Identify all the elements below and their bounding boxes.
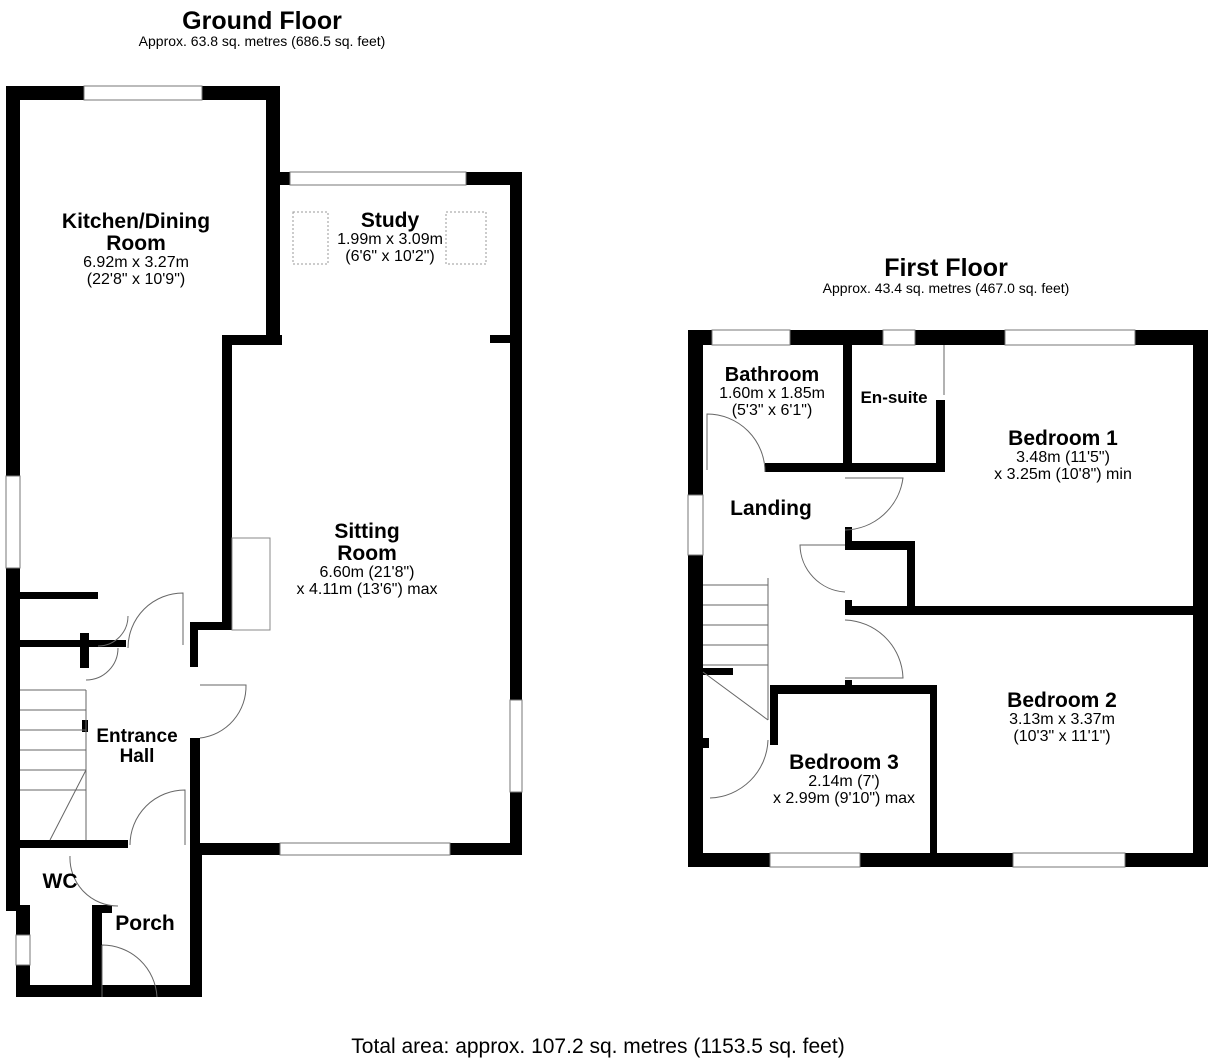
room-name: Hall (119, 745, 155, 767)
room-dimensions-imperial: (22'8" x 10'9") (86, 270, 186, 288)
room-name: Porch (115, 912, 175, 935)
room-dimensions-metric: 6.60m (21'8") (319, 564, 415, 582)
room-name: Bedroom 1 (1008, 427, 1118, 450)
room-dimensions-imperial: x 3.25m (10'8") min (994, 465, 1132, 483)
room-name: Room (106, 232, 166, 256)
room-sitting: Sitting Room 6.60m (21'8") x 4.11m (13'6… (296, 520, 438, 599)
room-dimensions-metric: 3.48m (11'5") (1016, 449, 1110, 467)
ground-floor-title: Ground Floor (182, 7, 342, 35)
total-area: Total area: approx. 107.2 sq. metres (11… (351, 1035, 845, 1058)
room-dimensions-metric: 1.99m x 3.09m (337, 231, 443, 249)
first-floor-header: First Floor Approx. 43.4 sq. metres (467… (823, 255, 1070, 296)
room-dimensions-imperial: x 4.11m (13'6") max (296, 580, 438, 598)
ground-floor-header: Ground Floor Approx. 63.8 sq. metres (68… (139, 8, 386, 49)
first-floor-area: Approx. 43.4 sq. metres (467.0 sq. feet) (822, 280, 1070, 297)
ground-floor-windows (5, 85, 523, 966)
room-bedroom-3: Bedroom 3 2.14m (7') x 2.99m (9'10") max (772, 751, 916, 808)
room-kitchen-dining: Kitchen/Dining Room 6.92m x 3.27m (22'8"… (61, 210, 211, 289)
ground-floor-doors (20, 592, 247, 998)
room-name: Bathroom (724, 364, 820, 386)
room-wc: WC (42, 870, 78, 893)
room-bathroom: Bathroom 1.60m x 1.85m (5'3" x 6'1") (719, 365, 825, 420)
room-en-suite: En-suite (860, 389, 927, 407)
room-dimensions-metric: 1.60m x 1.85m (719, 385, 825, 402)
room-name: Bedroom 2 (1007, 689, 1117, 712)
room-name: Sitting (334, 520, 400, 543)
ground-floor-area: Approx. 63.8 sq. metres (686.5 sq. feet) (138, 33, 386, 50)
room-bedroom-1: Bedroom 1 3.48m (11'5") x 3.25m (10'8") … (994, 427, 1132, 484)
room-study: Study 1.99m x 3.09m (6'6" x 10'2") (337, 209, 443, 266)
room-dimensions-imperial: (6'6" x 10'2") (345, 247, 435, 265)
room-name: WC (42, 870, 78, 893)
room-dimensions-metric: 6.92m x 3.27m (83, 254, 189, 272)
room-dimensions-imperial: x 2.99m (9'10") max (772, 789, 916, 807)
first-floor-doors (702, 345, 945, 799)
room-name: Entrance (96, 726, 178, 747)
ground-floor-walls (6, 86, 522, 997)
room-name: En-suite (860, 388, 928, 407)
room-dimensions-imperial: (5'3" x 6'1") (731, 401, 813, 419)
room-dimensions-metric: 3.13m x 3.37m (1009, 711, 1115, 729)
room-dimensions-imperial: (10'3" x 11'1") (1013, 727, 1111, 745)
first-floor-title: First Floor (884, 254, 1008, 282)
room-entrance-hall: Entrance Hall (96, 727, 177, 767)
room-bedroom-2: Bedroom 2 3.13m x 3.37m (10'3" x 11'1") (1007, 689, 1117, 746)
first-floor-windows (687, 329, 1136, 868)
room-name: Bedroom 3 (789, 751, 899, 774)
room-name: Room (337, 542, 397, 566)
room-porch: Porch (115, 912, 175, 935)
room-name: Study (360, 209, 420, 232)
room-landing: Landing (730, 497, 812, 520)
room-name: Landing (730, 497, 812, 520)
room-name: Kitchen/Dining (61, 210, 211, 233)
room-dimensions-metric: 2.14m (7') (808, 773, 880, 791)
